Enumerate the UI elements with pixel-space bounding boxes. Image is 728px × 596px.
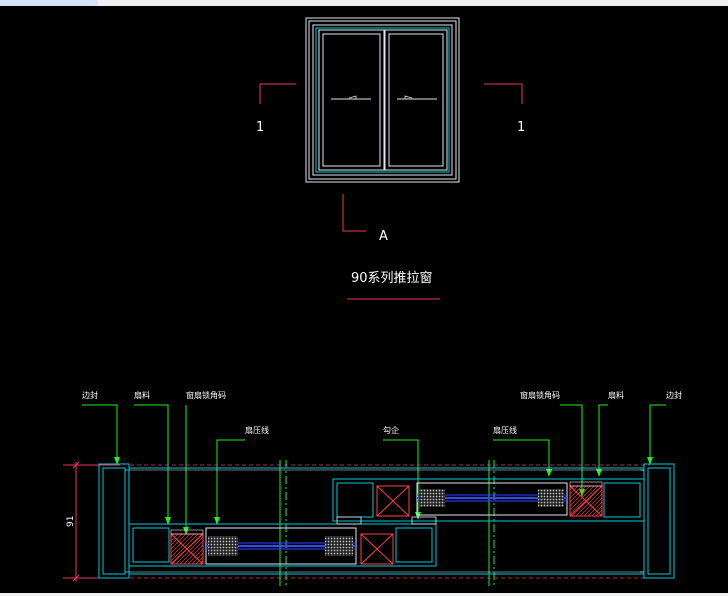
window-tab[interactable]	[0, 0, 98, 6]
axis-lines	[279, 460, 495, 586]
right-sash-details	[376, 481, 603, 517]
left-sash-glass	[322, 33, 381, 167]
outer-frame	[305, 17, 460, 183]
label-right-bead: 扇压线	[493, 425, 517, 435]
window-elevation	[305, 17, 460, 183]
label-left-lock: 窗扇锁角码	[186, 390, 226, 400]
section-mark-left	[259, 83, 296, 104]
label-right-sash: 扇料	[608, 390, 624, 400]
right-sash	[384, 29, 448, 171]
window-top-strip	[0, 0, 728, 6]
label-right-lock: 窗扇锁角码	[520, 390, 560, 400]
dimension-text: 91	[66, 516, 76, 527]
frame-opening	[315, 27, 450, 173]
left-sash-details	[170, 529, 394, 565]
right-sash-glass	[388, 33, 444, 167]
outer-frame-inner	[308, 20, 457, 180]
reference-lines	[130, 464, 650, 579]
section-mark-right	[484, 83, 523, 104]
leader-lines	[82, 404, 666, 530]
label-left-sash: 扇料	[134, 390, 150, 400]
interlock-detail	[336, 516, 437, 525]
window-bottom-strip	[0, 593, 728, 596]
label-left-jamb: 边封	[82, 390, 98, 400]
detail-mark	[342, 194, 366, 232]
label-interlock: 勾企	[383, 425, 399, 435]
section-label-left: 1	[256, 120, 264, 135]
drawing-title: 90系列推拉窗	[351, 270, 433, 286]
left-jamb	[98, 463, 130, 579]
frame-rails	[129, 467, 644, 575]
label-right-jamb: 边封	[666, 390, 682, 400]
label-left-bead: 扇压线	[245, 425, 269, 435]
section-markers	[259, 83, 523, 300]
section-label-right: 1	[517, 120, 525, 135]
right-jamb	[640, 463, 675, 579]
left-sash	[318, 29, 385, 171]
frame-rebate	[312, 24, 453, 176]
detail-label: A	[379, 229, 388, 244]
